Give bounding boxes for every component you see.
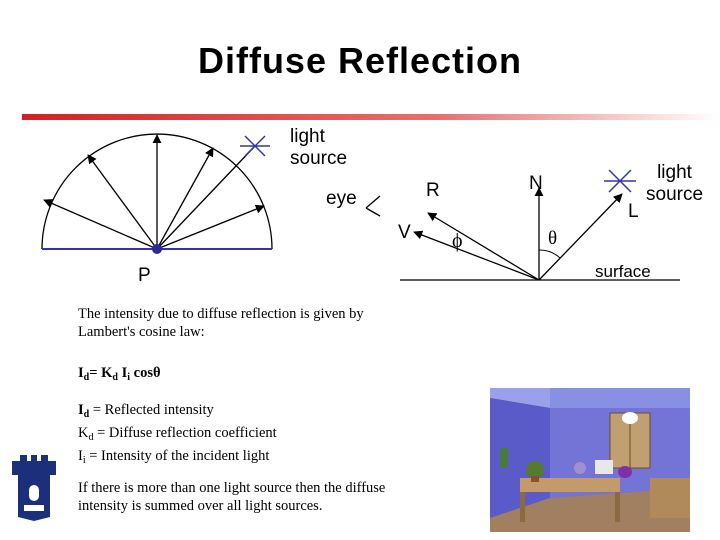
view-label: V <box>398 222 411 243</box>
summation-note: If there is more than one light source t… <box>78 480 386 514</box>
hemisphere-outline <box>41 133 273 250</box>
light-vector-l <box>538 193 623 281</box>
reflected-ray <box>43 199 158 250</box>
phi-label: ϕ <box>452 230 463 252</box>
title-underline <box>22 114 720 120</box>
normal-label: N <box>529 173 543 194</box>
light-source-star <box>604 169 636 193</box>
reflected-ray <box>156 204 265 250</box>
point-p-dot <box>152 244 162 254</box>
reflected-ray <box>87 154 158 250</box>
angle-arc-theta <box>538 249 561 259</box>
definition-ii: Ii = Intensity of the incident light <box>78 448 270 466</box>
view-vector-v <box>413 230 540 281</box>
castle-logo-icon <box>12 455 56 521</box>
surface-label: surface <box>595 262 651 281</box>
light-source-label: light source <box>290 126 348 169</box>
theta-label: θ <box>548 228 558 249</box>
definitions: Id = Reflected intensity Kd = Diffuse re… <box>78 401 277 470</box>
lambert-equation: Id= Kd Ii cosθ <box>78 365 161 383</box>
reflected-ray <box>156 147 214 250</box>
rendered-room-image <box>490 388 690 532</box>
point-p-label: P <box>138 265 151 286</box>
eye-icon <box>365 195 381 217</box>
hemisphere-diagram <box>41 133 381 254</box>
light-ray <box>156 145 256 250</box>
definition-id: Id = Reflected intensity <box>78 402 214 420</box>
light-source-label-right: light source <box>646 162 704 205</box>
intro-text: The intensity due to diffuse reflection … <box>78 306 364 340</box>
definition-kd: Kd = Diffuse reflection coefficient <box>78 425 277 443</box>
light-source-star <box>240 135 270 157</box>
vector-diagram <box>400 169 680 281</box>
reflection-label: R <box>426 180 440 201</box>
slide-title: Diffuse Reflection <box>197 40 523 81</box>
eye-label: eye <box>326 188 357 209</box>
light-vector-label: L <box>628 201 639 222</box>
reflection-vector-r <box>427 212 540 281</box>
